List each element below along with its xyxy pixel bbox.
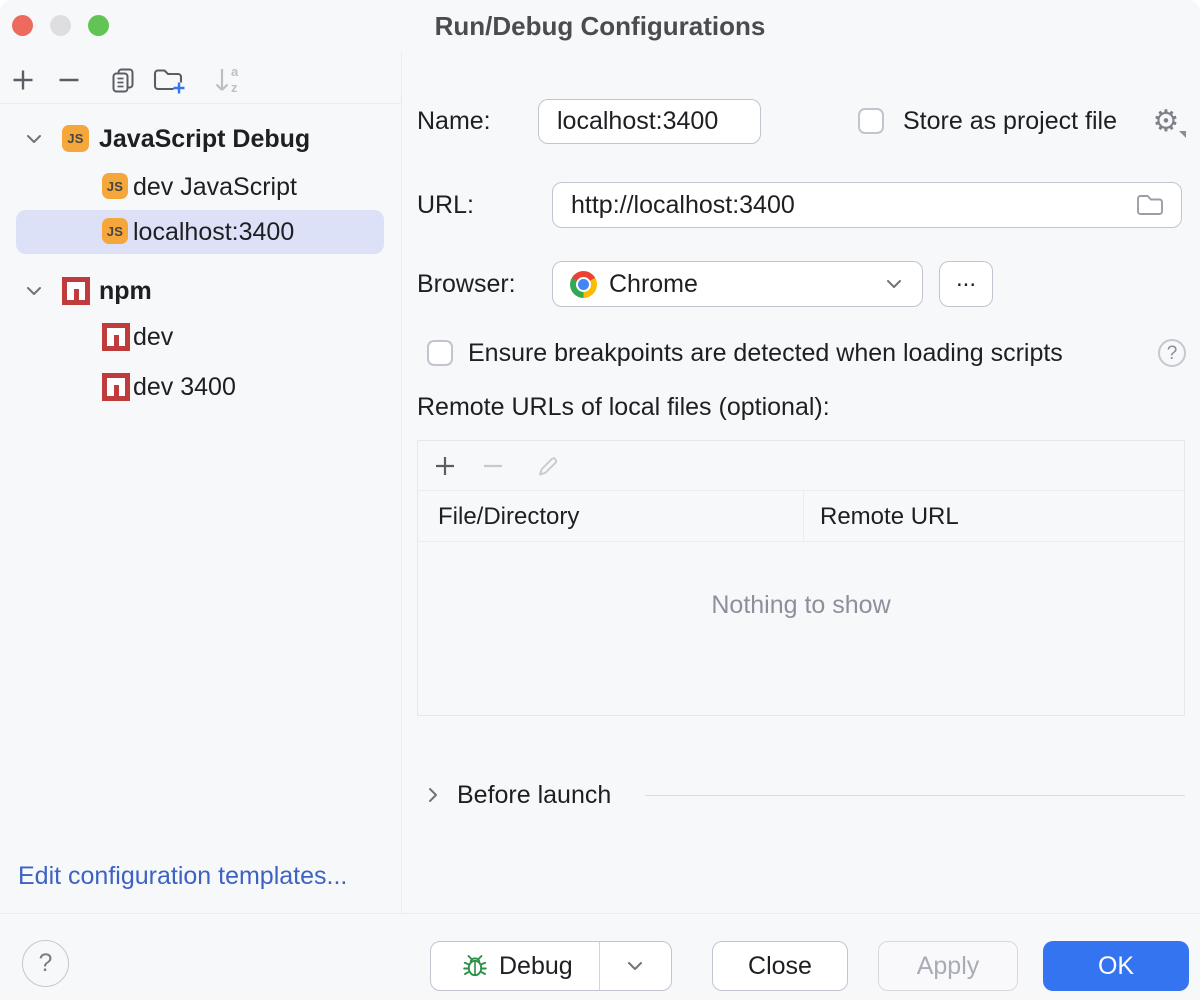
table-header-remote-url: Remote URL — [820, 503, 959, 530]
debug-dropdown-button[interactable] — [600, 958, 671, 974]
tree-item-javascript-debug-group[interactable]: JS JavaScript Debug — [0, 116, 402, 162]
browse-url-button[interactable] — [1132, 192, 1168, 220]
before-launch-divider — [645, 795, 1185, 796]
table-empty-text: Nothing to show — [711, 591, 891, 619]
new-folder-icon — [153, 69, 185, 94]
store-as-project-file-checkbox[interactable] — [858, 108, 884, 134]
browser-label: Browser: — [417, 270, 516, 298]
tree-item-localhost-3400[interactable]: JS localhost:3400 — [0, 209, 402, 255]
sidebar-toolbar: a z — [0, 64, 402, 102]
apply-button[interactable]: Apply — [878, 941, 1018, 991]
table-toolbar — [418, 441, 1184, 491]
sidebar-main-divider — [401, 52, 402, 913]
javascript-icon: JS — [102, 218, 128, 244]
chevron-down-icon — [887, 280, 901, 288]
close-window-button[interactable] — [12, 15, 33, 36]
footer-divider — [0, 913, 1200, 914]
name-label: Name: — [417, 107, 491, 135]
browser-more-button[interactable]: ... — [939, 261, 993, 307]
tree-item-label: dev JavaScript — [133, 173, 297, 201]
chevron-right-icon — [429, 788, 437, 802]
table-add-button[interactable] — [428, 450, 462, 482]
add-icon — [13, 70, 33, 90]
table-remove-button[interactable] — [476, 450, 510, 482]
tree-item-label: JavaScript Debug — [99, 125, 311, 153]
remove-icon — [484, 464, 502, 468]
ensure-breakpoints-checkbox[interactable] — [427, 340, 453, 366]
tree-item-label: npm — [99, 277, 152, 305]
page-title: Run/Debug Configurations — [434, 11, 766, 41]
bug-icon — [461, 952, 489, 980]
breakpoints-help-icon[interactable]: ? — [1158, 339, 1186, 367]
copy-configuration-icon — [112, 68, 134, 93]
zoom-window-button[interactable] — [88, 15, 109, 36]
ensure-breakpoints-label: Ensure breakpoints are detected when loa… — [468, 339, 1063, 367]
tree-item-label: localhost:3400 — [133, 218, 295, 246]
remote-urls-label: Remote URLs of local files (optional): — [417, 393, 830, 421]
gear-icon: ⚙ — [1152, 105, 1180, 138]
svg-text:a: a — [231, 65, 239, 79]
before-launch-section-toggle[interactable]: Before launch — [417, 772, 1185, 818]
debug-split-divider — [598, 942, 600, 990]
tree-item-dev-3400[interactable]: dev 3400 — [0, 364, 402, 410]
npm-icon — [102, 373, 130, 401]
remote-urls-table: File/Directory Remote URL Nothing to sho… — [417, 440, 1185, 716]
url-label: URL: — [417, 191, 474, 219]
sort-configurations-icon: a z — [215, 65, 239, 95]
ok-button[interactable]: OK — [1043, 941, 1189, 991]
chevron-down-icon[interactable] — [24, 130, 44, 148]
remove-configuration-button[interactable] — [52, 64, 86, 96]
npm-icon — [102, 323, 130, 351]
edit-configuration-templates-link[interactable]: Edit configuration templates... — [18, 862, 348, 890]
tree-row-highlight — [16, 210, 384, 254]
folder-icon — [1137, 195, 1163, 215]
tree-row-highlight — [16, 315, 384, 359]
before-launch-label: Before launch — [457, 781, 612, 809]
sidebar-toolbar-divider — [0, 103, 402, 104]
chrome-icon — [570, 271, 597, 298]
browser-selected-value: Chrome — [609, 270, 698, 298]
tree-item-label: dev 3400 — [133, 373, 236, 401]
table-column-divider — [803, 492, 804, 542]
javascript-icon: JS — [62, 125, 89, 152]
edit-pencil-icon — [539, 457, 558, 476]
table-edit-button[interactable] — [530, 450, 564, 482]
copy-configuration-button[interactable] — [106, 64, 140, 96]
new-folder-button[interactable] — [150, 64, 190, 96]
add-icon — [436, 457, 454, 475]
url-input[interactable] — [552, 182, 1182, 228]
store-settings-gear-button[interactable]: ⚙ — [1146, 104, 1186, 140]
table-header-file-directory: File/Directory — [438, 503, 580, 530]
javascript-icon: JS — [102, 173, 128, 199]
store-as-project-file-label: Store as project file — [903, 107, 1117, 135]
tree-item-dev[interactable]: dev — [0, 314, 402, 360]
minimize-window-button[interactable] — [50, 15, 71, 36]
chevron-down-icon — [628, 962, 643, 970]
sort-configurations-button[interactable]: a z — [208, 64, 248, 96]
debug-button[interactable]: Debug — [430, 941, 672, 991]
remove-icon — [59, 78, 79, 82]
tree-item-npm-group[interactable]: npm — [0, 268, 402, 314]
name-input[interactable] — [538, 99, 761, 144]
debug-button-label: Debug — [499, 951, 573, 980]
chevron-down-icon[interactable] — [24, 282, 44, 300]
svg-text:z: z — [231, 80, 238, 95]
help-button[interactable]: ? — [22, 940, 69, 987]
tree-item-label: dev — [133, 323, 174, 351]
browser-select[interactable]: Chrome — [552, 261, 923, 307]
add-configuration-button[interactable] — [6, 64, 40, 96]
npm-icon — [62, 277, 90, 305]
close-button[interactable]: Close — [712, 941, 848, 991]
table-header-row: File/Directory Remote URL — [418, 492, 1184, 542]
tree-item-dev-javascript[interactable]: JS dev JavaScript — [0, 164, 402, 210]
